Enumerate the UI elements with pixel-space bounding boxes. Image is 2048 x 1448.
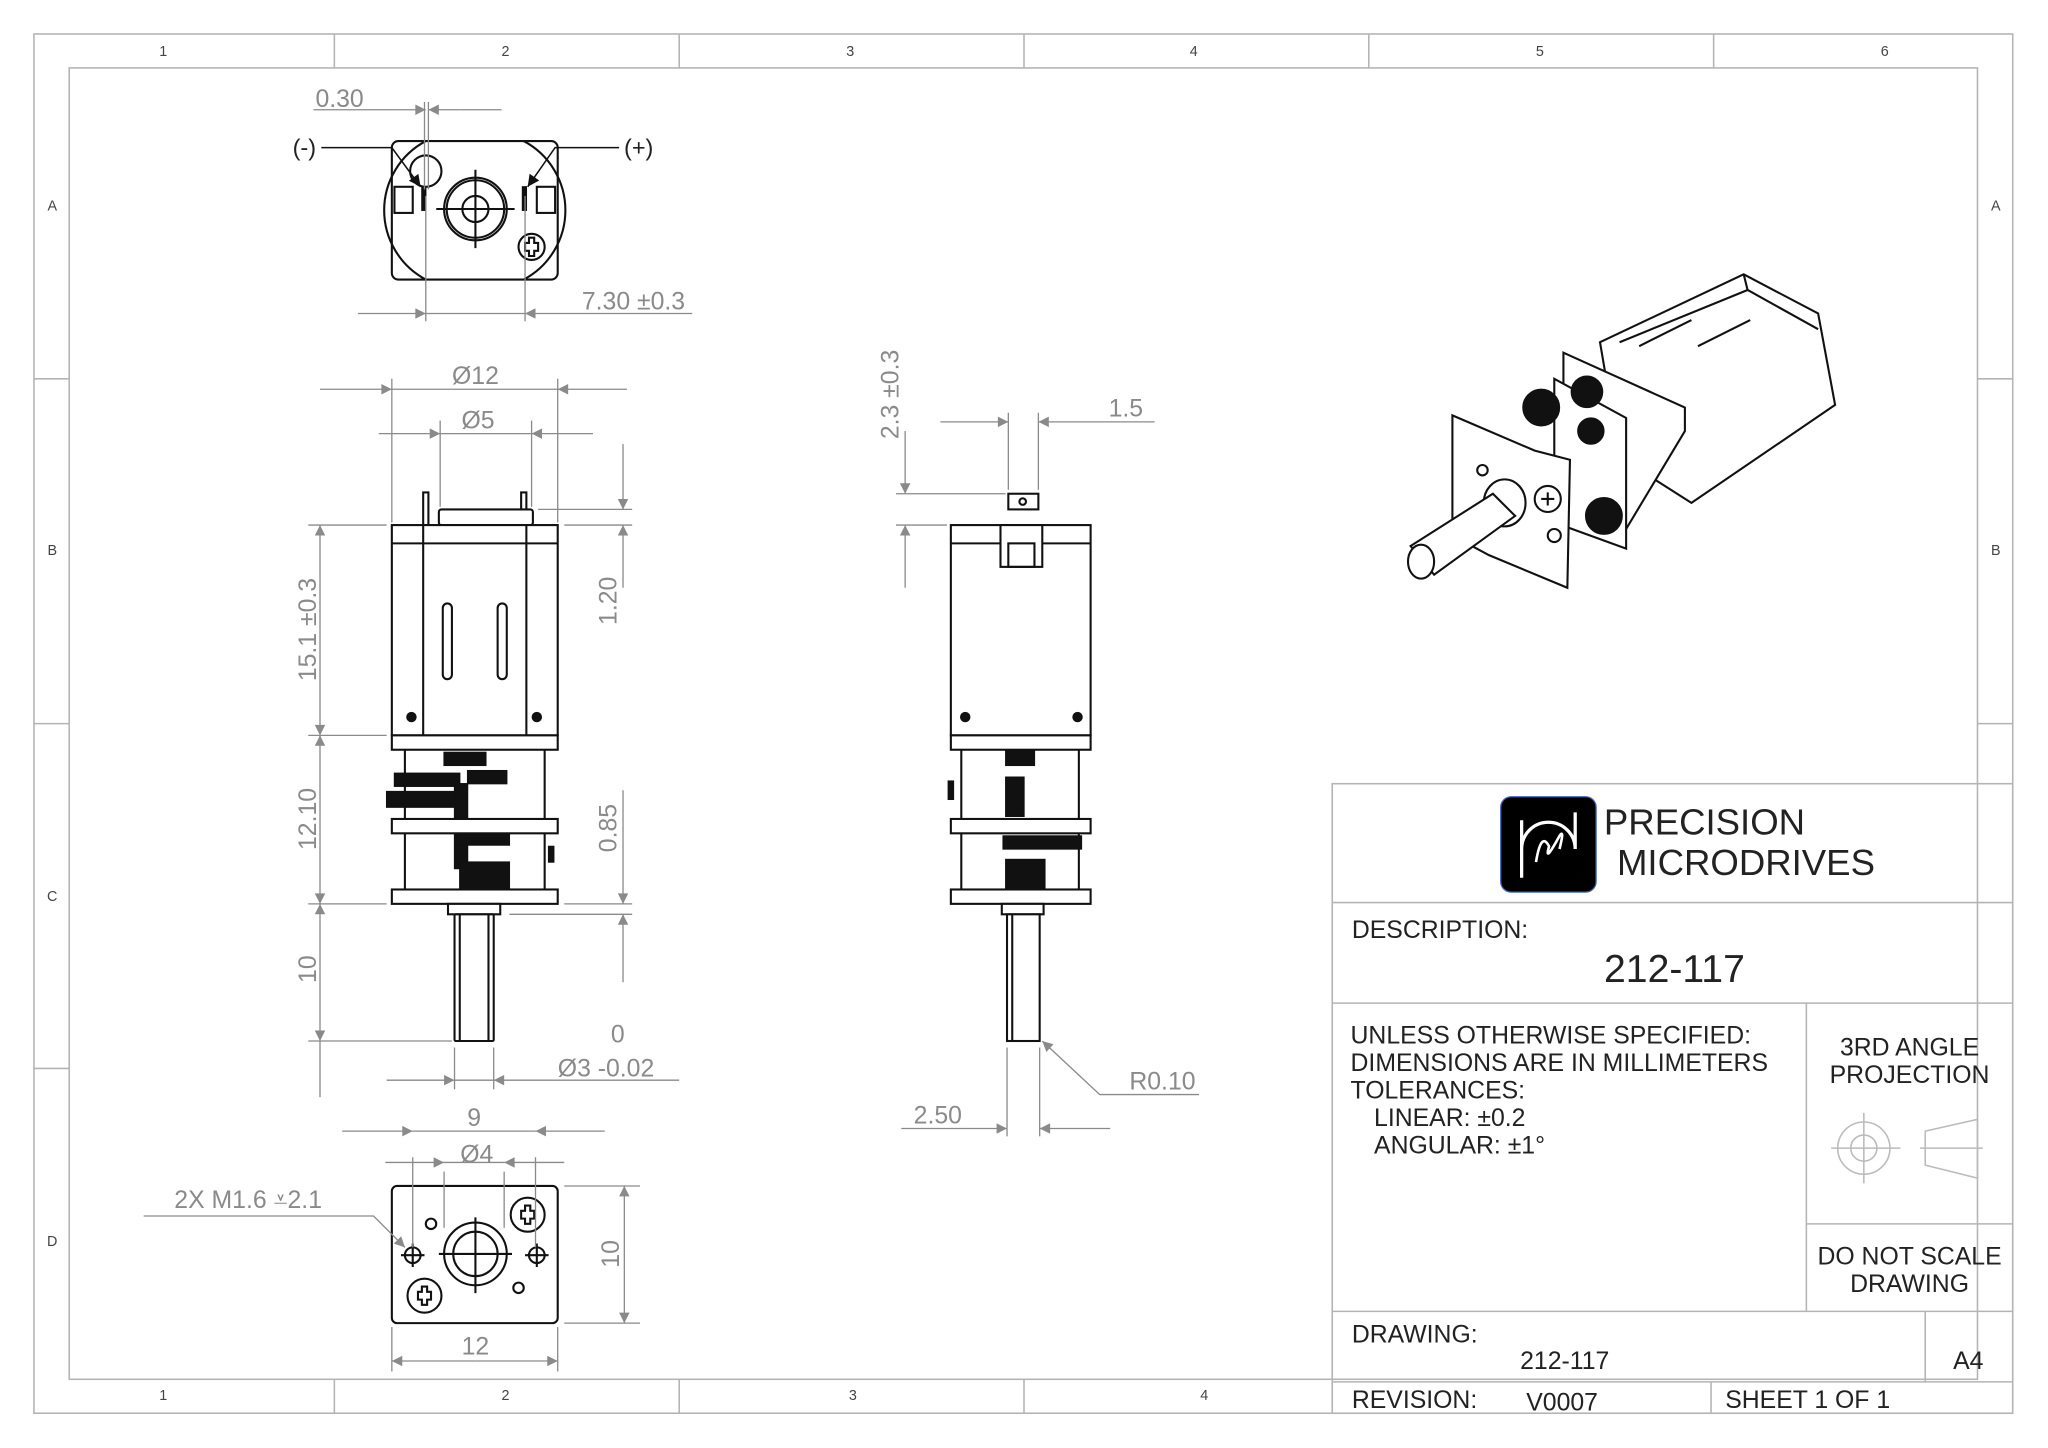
zone-top-6: 6 — [1881, 44, 1889, 60]
front-view — [385, 491, 559, 1043]
zone-bottom-2: 2 — [501, 1388, 509, 1404]
note-line-3: TOLERANCES: — [1351, 1077, 1526, 1104]
dim-face-width: 12 — [462, 1333, 490, 1360]
zone-bottom-4: 4 — [1200, 1388, 1208, 1404]
zone-top-4: 4 — [1190, 44, 1198, 60]
company-name-line2: MICRODRIVES — [1617, 842, 1875, 883]
zone-right-a: A — [1991, 198, 2001, 214]
zone-labels: 1 2 3 4 5 6 1 2 3 4 A B C D A B — [47, 44, 2001, 1404]
dim-shaft-tol-upper: 0 — [611, 1021, 625, 1048]
zone-top-1: 1 — [159, 44, 167, 60]
zone-left-b: B — [47, 543, 57, 559]
note-line-2: DIMENSIONS ARE IN MILLIMETERS — [1351, 1050, 1769, 1077]
zone-top-3: 3 — [846, 44, 854, 60]
title-block: PRECISION MICRODRIVES DESCRIPTION: 212-1… — [1331, 782, 2014, 1417]
dim-motor-diameter: Ø12 — [452, 363, 499, 390]
dim-shaft-diameter: Ø3 -0.02 — [558, 1055, 655, 1082]
sheet-number: SHEET 1 OF 1 — [1725, 1387, 1890, 1414]
label-positive-terminal: (+) — [624, 134, 653, 160]
projection-line1: 3RD ANGLE — [1840, 1034, 1979, 1061]
do-not-scale-line1: DO NOT SCALE — [1817, 1243, 2001, 1270]
zone-bottom-1: 1 — [159, 1388, 167, 1404]
zone-left-c: C — [47, 889, 57, 905]
zone-top-5: 5 — [1536, 44, 1544, 60]
side-view-dimensions: 2.3 ±0.3 1.5 2.50 R0.10 — [878, 350, 1200, 1137]
dim-edge-radius: R0.10 — [1129, 1068, 1195, 1095]
company-name-line1: PRECISION — [1604, 802, 1805, 843]
description-value: 212-117 — [1604, 948, 1745, 991]
projection-line2: PROJECTION — [1830, 1062, 1990, 1089]
zone-right-b: B — [1991, 543, 2001, 559]
do-not-scale-line2: DRAWING — [1850, 1271, 1969, 1298]
note-line-1: UNLESS OTHERWISE SPECIFIED: — [1351, 1023, 1752, 1050]
dim-gearbox-length: 12.10 — [295, 788, 322, 850]
dim-collar-diameter: Ø4 — [460, 1141, 493, 1168]
dim-tab-height: 2.3 ±0.3 — [878, 350, 905, 439]
company-logo — [1500, 796, 1597, 893]
dim-thread-callout: 2X M1.6 ⩡2.1 — [174, 1187, 322, 1214]
note-line-5: ANGULAR: ±1° — [1374, 1132, 1545, 1159]
sheet-border — [33, 33, 2014, 1415]
drawing-number: 212-117 — [1520, 1348, 1609, 1375]
dim-plate-thickness: 0.85 — [595, 804, 622, 852]
dim-terminal-offset: 0.30 — [315, 86, 363, 113]
top-view — [383, 140, 567, 281]
front-view-dimensions: Ø12 Ø5 15.1 ±0.3 12.10 10 1.20 0.85 0 Ø3… — [295, 363, 680, 1098]
zone-left-a: A — [47, 198, 57, 214]
description-label: DESCRIPTION: — [1352, 917, 1528, 944]
revision-value: V0007 — [1526, 1390, 1598, 1417]
sheet-size: A4 — [1953, 1348, 1984, 1375]
side-view — [947, 492, 1092, 1043]
isometric-view — [1406, 273, 1837, 590]
dim-boss-height: 1.20 — [595, 577, 622, 625]
face-view — [390, 1184, 559, 1325]
dim-hole-spacing: 9 — [467, 1105, 481, 1132]
drawing-label: DRAWING: — [1352, 1322, 1478, 1349]
dim-motor-length: 15.1 ±0.3 — [295, 578, 322, 681]
zone-bottom-3: 3 — [849, 1388, 857, 1404]
face-view-dimensions: 9 Ø4 2X M1.6 ⩡2.1 10 12 — [143, 1105, 640, 1372]
dim-terminal-spacing: 7.30 ±0.3 — [582, 289, 685, 316]
third-angle-projection-symbol — [1831, 1112, 1983, 1184]
dim-tab-width: 1.5 — [1109, 396, 1143, 423]
revision-label: REVISION: — [1352, 1387, 1477, 1414]
zone-top-2: 2 — [501, 44, 509, 60]
dim-boss-diameter: Ø5 — [461, 407, 494, 434]
top-view-dimensions: 0.30 (-) (+) 7.30 ±0.3 — [293, 86, 693, 322]
note-line-4: LINEAR: ±0.2 — [1374, 1105, 1525, 1132]
dim-shaft-length: 10 — [295, 955, 322, 983]
dim-face-height: 10 — [598, 1240, 625, 1268]
label-negative-terminal: (-) — [293, 134, 316, 160]
dim-flat-depth: 2.50 — [914, 1102, 962, 1129]
zone-left-d: D — [47, 1234, 57, 1250]
